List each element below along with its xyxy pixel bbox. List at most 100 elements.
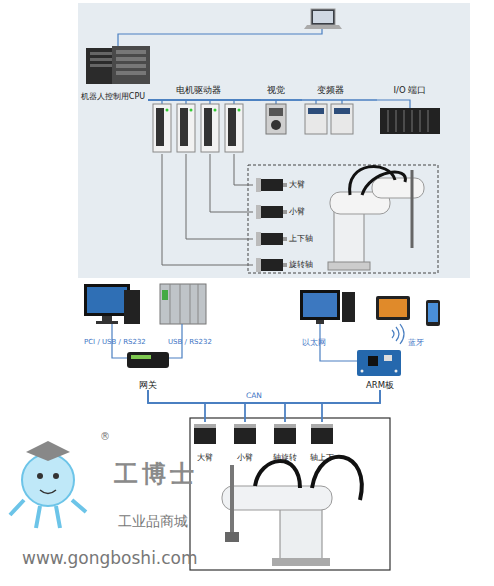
gateway: 网关 [122,348,174,390]
pc-icon [342,292,355,322]
motor-cable [162,154,253,265]
laptop-icon [311,9,335,25]
inverter-unit: 变频器 [302,86,358,136]
cpu-rack-icon [112,46,150,84]
interface-label: PCI / USB / RS232 [84,339,146,346]
scara-robot [272,558,330,566]
bus-line [285,390,380,422]
motor-driver-icon [156,108,164,146]
cpu-rack-icon [90,52,112,55]
node-label: 大臂 [289,181,305,190]
bus-line [205,390,380,422]
pc-icon [300,290,340,320]
node-label: 小臂 [289,208,305,217]
mascot-logo [10,441,86,528]
cpu-rack-icon [90,64,112,67]
motor-icon [261,233,283,245]
interface-label: USB / RS232 [168,339,212,346]
motor-driver-icon [228,108,236,146]
servo-motor: 上下轴 [253,230,315,248]
scara-robot [334,210,364,268]
mascot-logo [22,454,74,506]
servo-motor: 大臂 [253,176,315,194]
tablet-phone-icon [376,296,440,326]
arm-board-icon [368,356,378,366]
bus-line [148,390,245,422]
cpu-rack-icon [116,64,146,68]
tablet-phone-icon [376,296,410,320]
io-module-icon [380,108,440,134]
bus-line [148,99,150,100]
vision-icon [266,104,286,134]
motor-icon [256,205,261,219]
laptop-icon [313,11,333,23]
motor-icon [274,428,296,444]
watermark: 工博士 [114,462,198,486]
motor-driver-icon [214,109,217,112]
node-label: 网关 [122,381,174,390]
edge-label: CAN [246,392,262,400]
motor-icon [256,232,261,246]
arm-board-icon [357,350,401,376]
motor-driver-group: 电机驱动器 [150,86,246,154]
motor-icon [194,424,333,444]
node-label: 变频器 [302,86,358,95]
node-label: ARM板 [352,381,408,390]
node-label: 大臂 [187,454,223,462]
top-panel [78,3,470,278]
motor-icon [261,179,283,191]
pc-icon [300,290,355,324]
motor-driver-icon [153,104,171,152]
node-label: 机器人控制用CPU [78,93,148,102]
scara-robot [312,457,362,500]
gateway-icon [127,352,169,368]
node-label: 轴上下 [304,454,340,462]
pc-icon [87,287,127,313]
scara-robot [328,166,424,270]
motor-icon [311,424,333,428]
scara-robot [372,178,424,198]
link-wire [112,324,357,361]
mascot-logo [40,490,56,494]
bus-stub [276,100,342,104]
motor-icon [256,258,261,272]
bus-stub [162,100,234,104]
servo-motor: 轴旋转 [267,422,303,462]
bus-line [148,99,261,100]
node-label: 小臂 [227,454,263,462]
motor-driver-icon [177,104,195,152]
mascot-logo [36,506,60,528]
motor-icon [194,428,216,444]
motor-icon [234,428,256,444]
motor-icon [256,178,287,272]
inverter-icon [334,108,350,114]
interface-label: 蓝牙 [408,339,424,347]
bus-line [148,99,302,100]
cpu-rack-icon [116,71,146,75]
pc-icon [84,284,140,324]
cpu-rack-icon [116,50,146,54]
plc-icon [160,284,206,324]
motor-icon [283,237,287,241]
motor-driver-icon [180,108,188,146]
mascot-logo [26,441,70,461]
motor-icon [194,424,216,428]
pc-icon [316,320,324,324]
servo-motor: 轴上下 [304,422,340,462]
scara-robot [411,170,414,248]
motor-icon [274,424,296,428]
mascot-logo [10,500,86,515]
bus-stub [377,100,410,108]
tablet-phone-icon [426,300,440,326]
laptop-icon [304,9,342,29]
robot-frame [190,418,390,570]
scara-robot [222,457,362,566]
vision-icon [271,120,281,130]
mascot-logo [53,473,59,479]
motor-cable [234,154,253,185]
motor-driver-icon [204,108,212,146]
tablet-phone-icon [428,303,438,322]
inverter-icon [305,104,327,134]
bluetooth-symbol [396,327,399,341]
